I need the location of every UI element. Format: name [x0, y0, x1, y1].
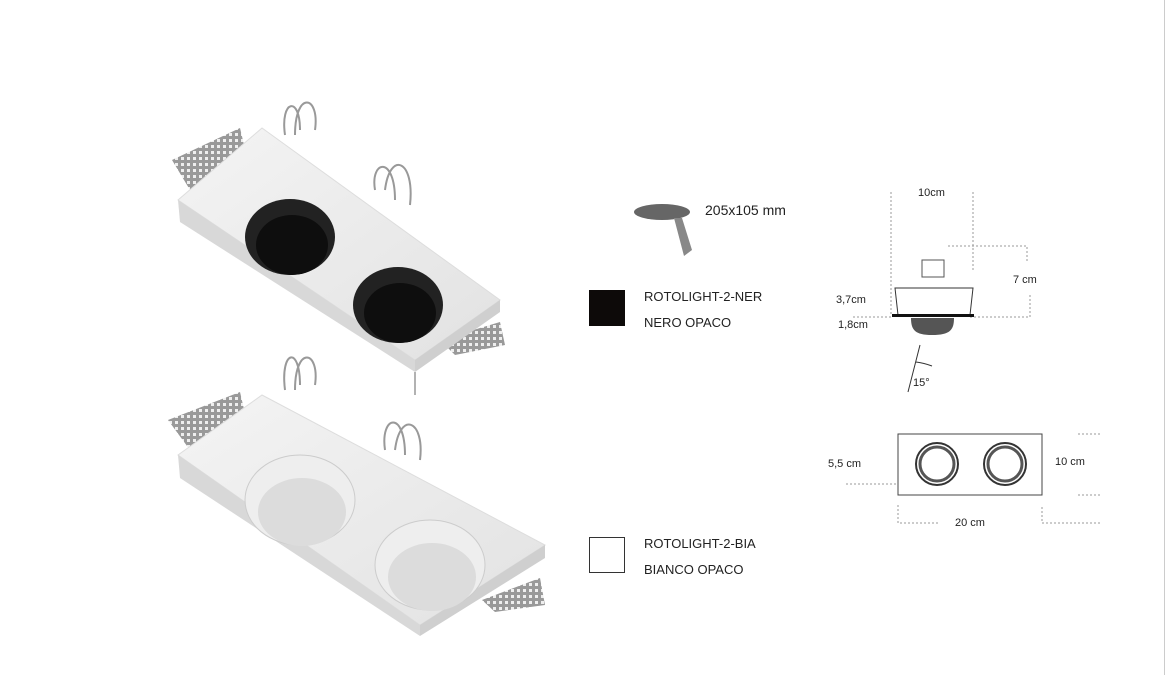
- cutout-size: 205x105 mm: [705, 202, 786, 218]
- side-view: [892, 259, 974, 393]
- product-renders: [168, 101, 546, 636]
- top-view: [897, 433, 1043, 496]
- variant-finish: NERO OPACO: [644, 315, 732, 330]
- dim-height: 7 cm: [1013, 274, 1037, 286]
- white-fixture-render: [168, 356, 546, 636]
- variant-finish: BIANCO OPACO: [644, 562, 744, 577]
- dim-lower-depth: 1,8cm: [838, 319, 868, 331]
- page-border: [1164, 0, 1165, 675]
- dim-inner: 5,5 cm: [828, 458, 862, 470]
- black-fixture-render: [172, 101, 505, 395]
- dim-upper-depth: 3,7cm: [836, 294, 866, 306]
- technical-drawing: [846, 192, 1100, 524]
- dim-tilt: 15°: [913, 377, 930, 389]
- white-swatch: [589, 537, 625, 573]
- dim-box-height: 10 cm: [1055, 456, 1085, 468]
- variant-code: ROTOLIGHT-2-NER: [644, 289, 763, 304]
- variant-code: ROTOLIGHT-2-BIA: [644, 536, 756, 551]
- dim-width: 10cm: [918, 187, 945, 199]
- black-swatch: [589, 290, 625, 326]
- saw-cutout-icon: [634, 204, 692, 256]
- dim-length: 20 cm: [955, 517, 985, 529]
